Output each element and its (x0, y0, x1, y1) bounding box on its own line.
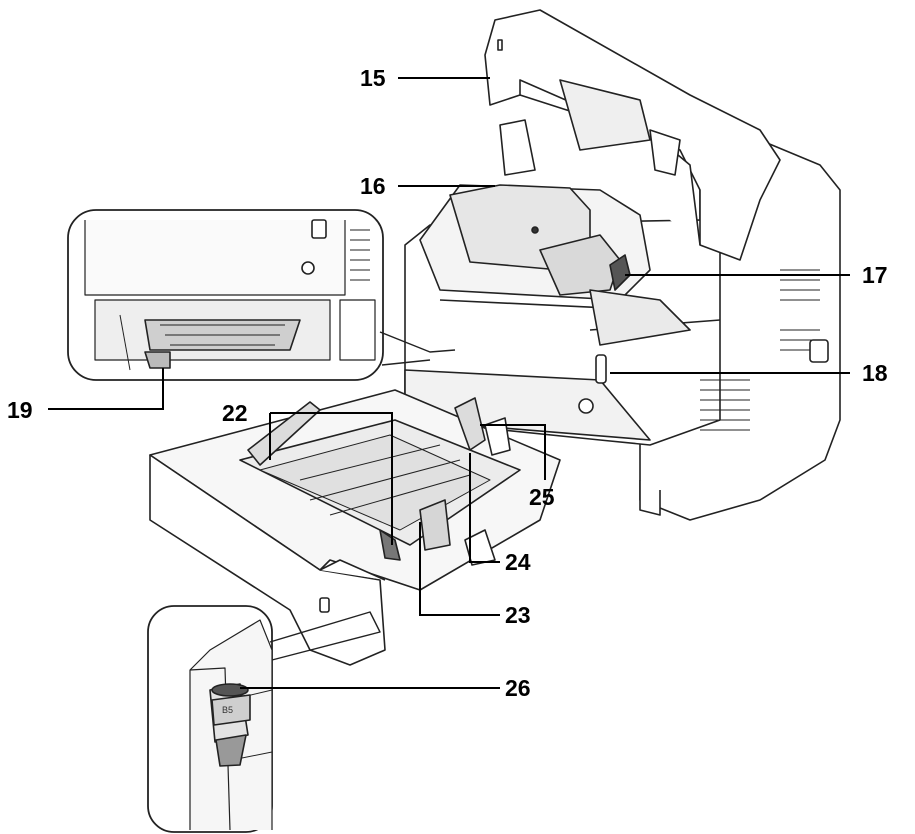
paper-cassette (149, 389, 561, 666)
leader-25 (480, 424, 546, 480)
side-vents (700, 269, 820, 431)
top-cover (484, 9, 781, 261)
leader-lines (48, 77, 850, 689)
callout-24: 24 (505, 549, 531, 575)
power-button (578, 398, 594, 414)
toner-container (419, 119, 691, 346)
inset-size-dial (147, 605, 273, 833)
inset-rear-detail (67, 209, 384, 381)
callout-16: 16 (360, 173, 386, 199)
callout-23: 23 (505, 602, 531, 628)
callout-19: 19 (7, 397, 33, 423)
leader-23 (419, 522, 500, 616)
leader-22a (270, 412, 393, 545)
callout-15: 15 (360, 65, 386, 91)
leader-19 (48, 368, 164, 410)
callout-22: 22 (222, 400, 248, 426)
callout-26: 26 (505, 675, 531, 701)
leader-24 (469, 453, 500, 563)
dial-size-label: B5 (222, 705, 233, 715)
front-latch (595, 354, 607, 384)
callout-18: 18 (862, 360, 888, 386)
callout-25: 25 (529, 484, 555, 510)
callout-17: 17 (862, 262, 888, 288)
